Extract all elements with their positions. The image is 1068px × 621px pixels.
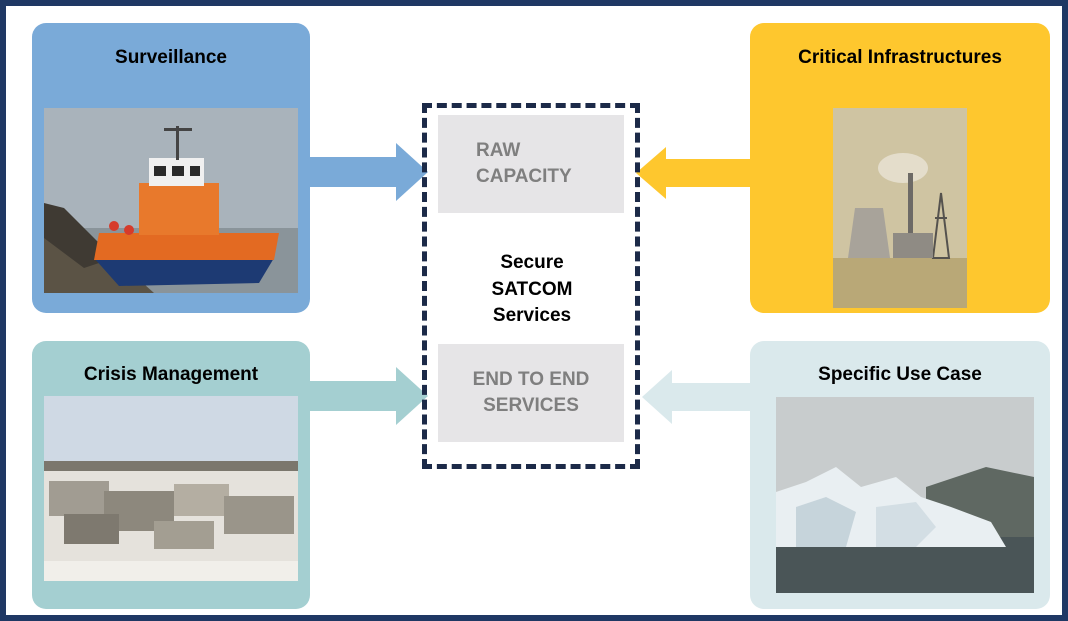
- surveillance-title: Surveillance: [115, 47, 227, 68]
- secure-satcom-dashed-box: [422, 103, 640, 469]
- arrow-specific-to-center: [642, 370, 754, 424]
- power-plant-photo: [833, 108, 967, 308]
- critical-infrastructures-title: Critical Infrastructures: [798, 47, 1002, 68]
- critical-infrastructures-card: Critical Infrastructures: [750, 23, 1050, 313]
- specific-use-case-card: Specific Use Case: [750, 341, 1050, 609]
- crisis-management-title: Crisis Management: [83, 364, 259, 385]
- secure-satcom-title: Secure SATCOM Services: [491, 252, 573, 327]
- raw-capacity-box: RAW CAPACITY: [438, 115, 624, 213]
- crisis-management-card: Crisis Management: [32, 341, 310, 609]
- arrow-critical-to-center: [636, 147, 754, 199]
- specific-use-case-title: Specific Use Case: [818, 364, 982, 385]
- surveillance-card: Surveillance: [32, 23, 310, 313]
- iceberg-photo: [776, 397, 1034, 593]
- lifeboat-photo: [44, 108, 298, 293]
- arrow-surveillance-to-center: [306, 143, 428, 201]
- diagram-canvas: Surveillance Critical Infra: [6, 6, 1062, 615]
- arrow-crisis-to-center: [306, 367, 428, 425]
- end-to-end-services-box: END TO END SERVICES: [438, 344, 624, 442]
- end-to-end-services-label: END TO END SERVICES: [472, 369, 590, 416]
- refugee-camp-photo: [44, 396, 298, 581]
- raw-capacity-label: RAW CAPACITY: [476, 140, 572, 187]
